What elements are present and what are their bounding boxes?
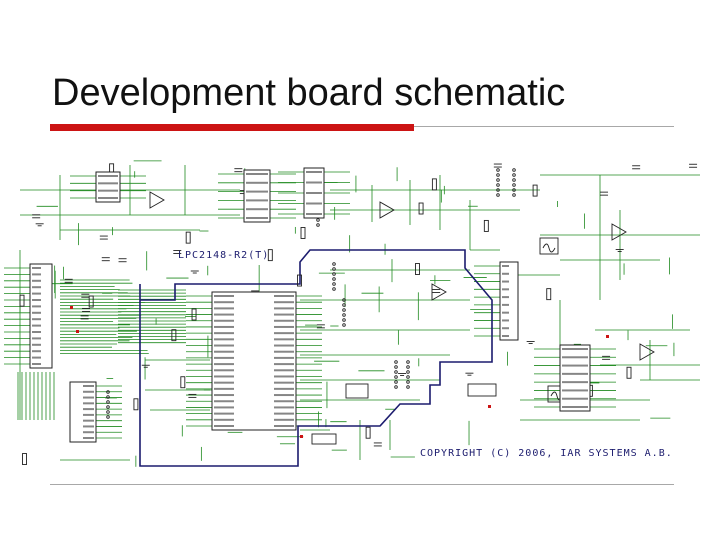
board-outline: [139, 249, 493, 467]
schematic-wires: [4, 160, 700, 467]
bottom-divider-line: [50, 484, 674, 485]
schematic-board-label: LPC2148-R2(T): [178, 250, 270, 261]
schematic-pin-labels: [32, 171, 588, 439]
schematic-copyright: COPYRIGHT (C) 2006, IAR SYSTEMS A.B.: [420, 448, 673, 459]
title-divider-line: [414, 126, 674, 127]
slide-title: Development board schematic: [52, 72, 566, 114]
title-accent-bar: [50, 124, 414, 131]
schematic-components: [19, 163, 698, 465]
